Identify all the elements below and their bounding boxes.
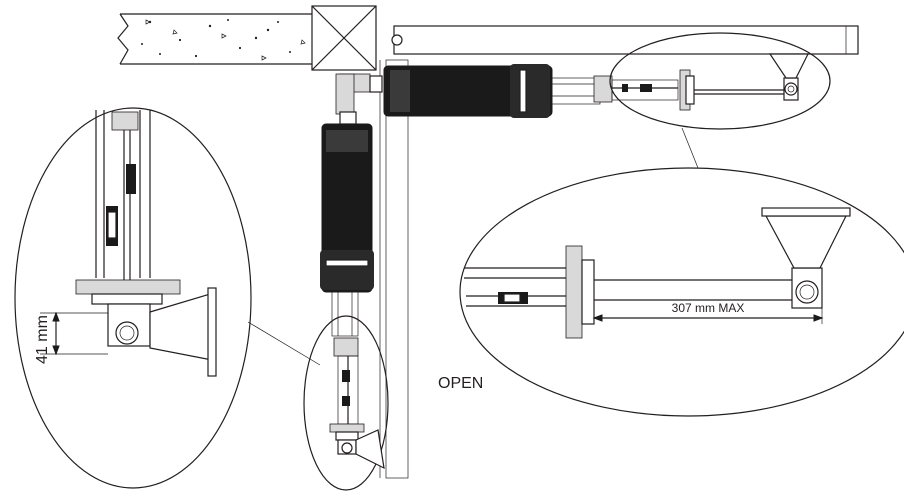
gate-leaf-closed [379, 59, 409, 479]
actuator-vertical [320, 73, 374, 337]
offset-dimension-label: 41 mm [34, 315, 51, 364]
leader-line-left [247, 321, 321, 366]
leader-line-right [681, 127, 699, 169]
max-extension-label: 307 mm MAX [672, 301, 745, 315]
detail-ellipse-right: 307 mm MAX [459, 32, 904, 417]
gate-pillar [311, 5, 377, 71]
actuator-horizontal [339, 53, 809, 118]
open-position-label: OPEN [438, 375, 483, 392]
detail-ellipse-left: 41 mm [14, 107, 321, 489]
concrete-wall [117, 13, 312, 65]
detail-ellipse-vertical-tip [303, 315, 389, 491]
gate-leaf-open [391, 25, 859, 55]
